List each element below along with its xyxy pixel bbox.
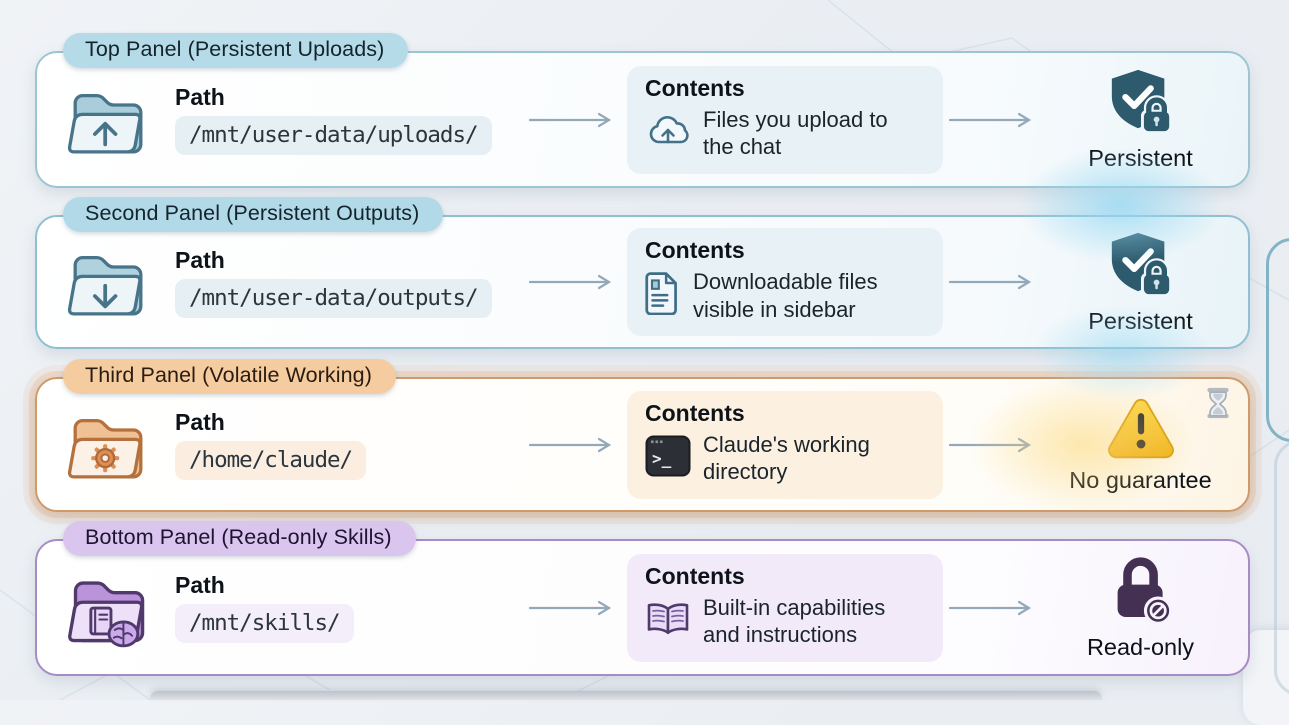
warning-triangle-icon bbox=[1106, 395, 1176, 464]
flow-arrow-icon bbox=[523, 600, 627, 616]
panel-label: Top Panel (Persistent Uploads) bbox=[63, 33, 409, 68]
path-value: /mnt/user-data/outputs/ bbox=[175, 278, 492, 318]
path-heading: Path bbox=[175, 572, 225, 598]
contents-box: Contents Built-in capabilities and instr… bbox=[627, 553, 943, 662]
offscreen-panel-outline-grey bbox=[1274, 440, 1289, 696]
flow-arrow-icon bbox=[523, 274, 627, 290]
path-value: /mnt/skills/ bbox=[175, 604, 354, 643]
status-label: Persistent bbox=[1088, 145, 1193, 171]
offscreen-panel-outline-teal bbox=[1266, 238, 1289, 442]
contents-text: Claude's working directory bbox=[703, 431, 870, 485]
path-value: /mnt/user-data/uploads/ bbox=[175, 116, 492, 155]
panel-label: Second Panel (Persistent Outputs) bbox=[63, 197, 444, 232]
panel-label: Third Panel (Volatile Working) bbox=[63, 359, 397, 394]
document-icon bbox=[645, 271, 681, 320]
flow-arrow-icon bbox=[943, 437, 1047, 453]
contents-text: Files you upload to the chat bbox=[703, 106, 888, 160]
panel-volatile-working: Third Panel (Volatile Working) bbox=[35, 359, 1250, 512]
folder-gear-icon bbox=[63, 400, 175, 490]
contents-box: Contents Files you upload to the chat bbox=[627, 65, 943, 174]
folder-upload-icon bbox=[63, 75, 175, 165]
panel-persistent-outputs: Second Panel (Persistent Outputs) Path /… bbox=[35, 197, 1250, 349]
flow-arrow-icon bbox=[523, 437, 627, 453]
path-heading: Path bbox=[175, 84, 225, 110]
shield-check-lock-icon bbox=[1106, 230, 1176, 305]
lock-no-icon bbox=[1108, 554, 1174, 631]
contents-box: Contents Downloadable files visible in s… bbox=[627, 228, 943, 336]
status-label: Read-only bbox=[1086, 634, 1195, 660]
panel-label: Bottom Panel (Read-only Skills) bbox=[63, 521, 416, 556]
contents-text: Built-in capabilities and instructions bbox=[703, 594, 886, 648]
contents-heading: Contents bbox=[645, 399, 745, 426]
cloud-upload-icon bbox=[645, 113, 691, 154]
contents-box: Contents >_ Claude's working directory bbox=[627, 390, 943, 499]
flow-arrow-icon bbox=[943, 600, 1047, 616]
panel-persistent-uploads: Top Panel (Persistent Uploads) Path /mnt… bbox=[35, 33, 1250, 188]
flow-arrow-icon bbox=[943, 112, 1047, 128]
bottom-edge-strip bbox=[150, 691, 1102, 700]
terminal-icon: >_ bbox=[645, 435, 691, 482]
folder-download-icon bbox=[63, 237, 175, 327]
contents-heading: Contents bbox=[645, 562, 745, 589]
contents-text: Downloadable files visible in sidebar bbox=[693, 269, 878, 322]
shield-check-lock-icon bbox=[1106, 67, 1176, 142]
path-heading: Path bbox=[175, 409, 225, 435]
status-label: Persistent bbox=[1088, 307, 1193, 334]
path-heading: Path bbox=[175, 246, 225, 273]
hourglass-icon bbox=[1204, 387, 1232, 424]
status-label: No guarantee bbox=[1069, 467, 1212, 493]
panel-readonly-skills: Bottom Panel (Read-only Skills) bbox=[35, 521, 1250, 676]
path-value: /home/claude/ bbox=[175, 441, 367, 480]
contents-heading: Contents bbox=[645, 237, 745, 263]
svg-text:>_: >_ bbox=[652, 449, 672, 468]
contents-heading: Contents bbox=[645, 74, 745, 101]
open-book-icon bbox=[645, 600, 691, 643]
flow-arrow-icon bbox=[523, 112, 627, 128]
flow-arrow-icon bbox=[943, 274, 1047, 290]
folder-book-brain-icon bbox=[63, 562, 175, 654]
